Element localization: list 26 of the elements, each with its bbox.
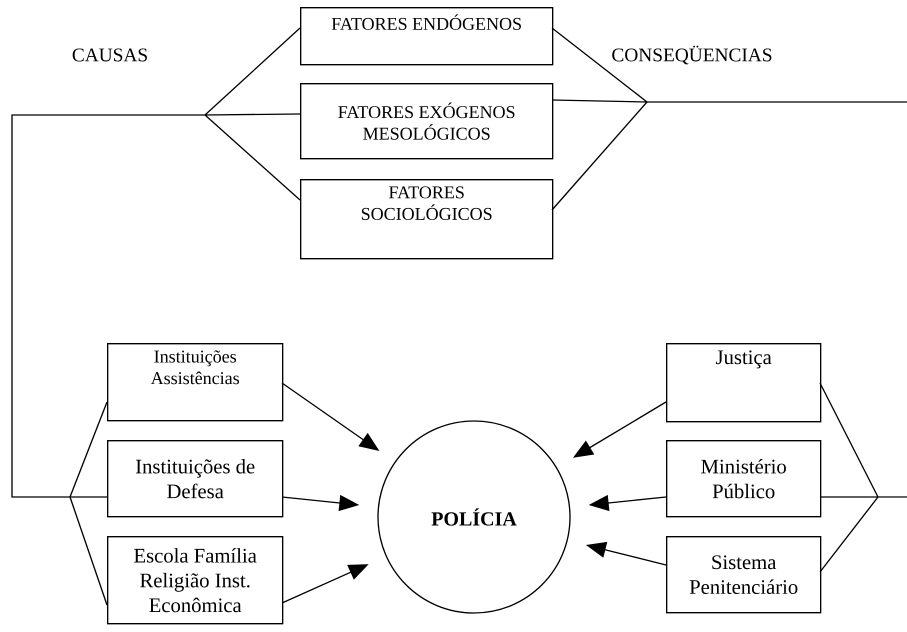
- connector-line: [819, 496, 879, 572]
- connector-line: [552, 99, 648, 103]
- heading-text: CAUSAS: [72, 48, 147, 62]
- text-box: Instituições de Defesa: [107, 440, 284, 518]
- connector-line: [69, 496, 108, 606]
- text-box: Justiça: [666, 343, 822, 422]
- text-box: Instituições Assistências: [107, 343, 284, 422]
- connector-line: [647, 101, 907, 498]
- connector-line: [820, 496, 878, 498]
- text-box: Escola Família Religião Inst. Econômica: [107, 536, 284, 624]
- connector-line: [819, 382, 879, 498]
- text-box: FATORES ENDÓGENOS: [300, 7, 554, 66]
- connector-line: [204, 28, 300, 116]
- connector-line: [552, 102, 648, 210]
- text-box: Sistema Penitenciário: [666, 536, 822, 614]
- heading-text: CONSEQÜENCIAS: [612, 46, 772, 64]
- text-box: Ministério Público: [666, 440, 822, 518]
- circle-node: POLÍCIA: [377, 420, 571, 614]
- connector-line: [69, 402, 108, 498]
- connector-line: [204, 114, 300, 200]
- text-box: FATORES EXÓGENOS MESOLÓGICOS: [300, 83, 554, 160]
- connector-line: [205, 113, 300, 116]
- connector-line: [11, 114, 205, 498]
- connector-line: [70, 496, 107, 498]
- text-box: FATORES SOCIOLÓGICOS: [300, 179, 554, 260]
- connector-line: [552, 27, 648, 103]
